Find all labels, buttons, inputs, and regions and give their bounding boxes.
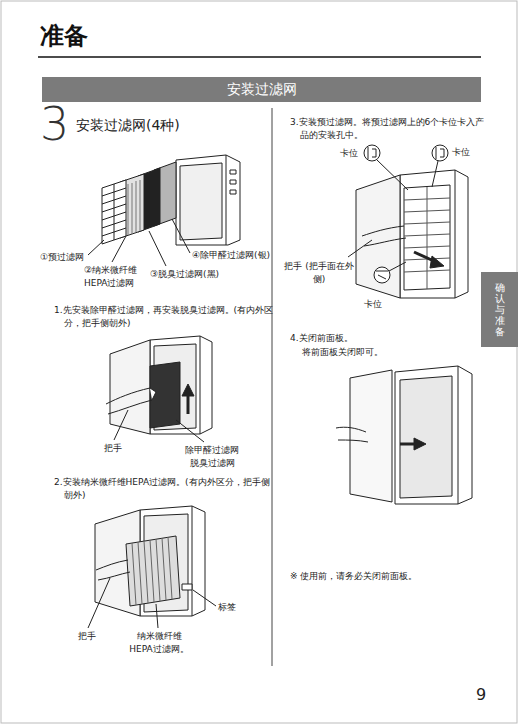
exploded-view	[88, 155, 240, 266]
part-name: ④除甲醛过滤网(银)	[192, 249, 270, 262]
title-rule	[38, 56, 481, 57]
step-text: 3.安装预过滤网。将预过滤网上的6个卡位卡入产品的安装孔中。	[290, 116, 486, 141]
page-number: 9	[476, 684, 486, 706]
part-name: 除甲醛过滤网 脱臭过滤网	[182, 444, 242, 469]
hand	[106, 388, 152, 414]
part-name: 把手 (把手面在外侧)	[284, 260, 354, 285]
leader-line	[156, 604, 158, 628]
purifier-body	[176, 155, 240, 245]
callout-circle	[364, 145, 380, 161]
closing-front-panel	[350, 370, 392, 502]
purifier-body	[395, 366, 472, 504]
chapter-tab: 确认与准备	[481, 272, 518, 347]
hand	[336, 427, 368, 442]
part-name: 标签	[218, 601, 236, 614]
body-edge	[226, 155, 227, 245]
column-divider	[272, 108, 273, 666]
part-name: ①预过滤网	[40, 251, 84, 264]
step-text: 4.关闭前面板。	[290, 332, 353, 345]
purifier-body	[400, 170, 468, 298]
leader-line	[114, 410, 128, 440]
body-edge	[192, 506, 193, 616]
step-text: 1.先安装除甲醛过滤网，再安装脱臭过滤网。(有内外区分，把手侧朝外)	[54, 304, 276, 329]
hepa-filter	[126, 536, 180, 606]
filter-bay	[180, 163, 222, 240]
body-edge	[455, 170, 456, 298]
open-front-panel	[110, 340, 150, 434]
arrow	[187, 394, 190, 414]
clip-detail	[376, 271, 388, 279]
leader-line	[88, 578, 110, 628]
leader-line	[389, 262, 406, 271]
step3-figure	[348, 145, 468, 298]
pre-filter	[404, 185, 450, 290]
clip-detail	[368, 147, 376, 159]
section-band: 安装过滤网	[42, 77, 481, 102]
open-front-panel	[356, 175, 400, 298]
filter-view	[400, 376, 452, 498]
part-name: ③脱臭过滤网(黑)	[150, 268, 219, 281]
step2-figure	[88, 506, 216, 628]
part-name: 卡位	[364, 298, 382, 311]
arrow-head	[182, 384, 194, 396]
control-button	[230, 190, 236, 194]
filter-being-inserted	[150, 362, 180, 428]
part-name: 纳米微纤维 HEPA过滤网。	[126, 630, 192, 655]
step4-figure	[336, 366, 472, 504]
note-text: ※ 使用前，请务必关闭前面板。	[290, 570, 417, 583]
pre-filter-grid	[102, 184, 126, 240]
part-name: 把手	[104, 442, 122, 455]
step-heading: 安装过滤网(4种)	[76, 116, 180, 136]
body-edge	[200, 336, 201, 434]
leader-line	[377, 160, 408, 190]
arrow-head	[430, 256, 444, 268]
step-text: 2.安装纳米微纤维HEPA过滤网。(有内外区分，把手侧朝外)	[54, 476, 276, 501]
step1-figure	[106, 336, 212, 442]
part-name: 把手	[78, 630, 96, 643]
part-name: 卡位	[340, 147, 358, 160]
control-button	[230, 180, 236, 184]
callout-circle	[374, 267, 390, 283]
hand	[150, 388, 156, 400]
callout-circle	[432, 145, 448, 161]
pre-filter	[102, 180, 126, 244]
leader-line	[149, 231, 166, 266]
tab-label: 确认与准备	[495, 282, 505, 337]
leader-line	[176, 420, 204, 442]
leader-line	[88, 240, 104, 255]
page-title: 准备	[40, 20, 88, 52]
control-button	[230, 170, 236, 174]
leader-line	[432, 161, 438, 187]
leader-line	[112, 236, 126, 262]
pre-filter-grid	[404, 187, 450, 289]
section-heading: 安装过滤网	[42, 80, 481, 98]
leader-line	[193, 590, 216, 606]
leader-line	[348, 240, 372, 257]
body-edge	[458, 366, 459, 504]
step-text: 将前面板关闭即可。	[302, 346, 383, 359]
arrow-head	[414, 438, 426, 450]
filter-tag	[182, 584, 192, 590]
purifier-body	[150, 336, 212, 434]
step-number: 3	[40, 98, 69, 151]
hepa-pleats	[132, 537, 172, 605]
part-name: ②纳米微纤维 HEPA过滤网	[84, 264, 148, 289]
hand	[96, 560, 130, 580]
clip-detail	[436, 147, 444, 159]
leader-line	[172, 219, 190, 253]
part-name: 卡位	[452, 146, 470, 159]
